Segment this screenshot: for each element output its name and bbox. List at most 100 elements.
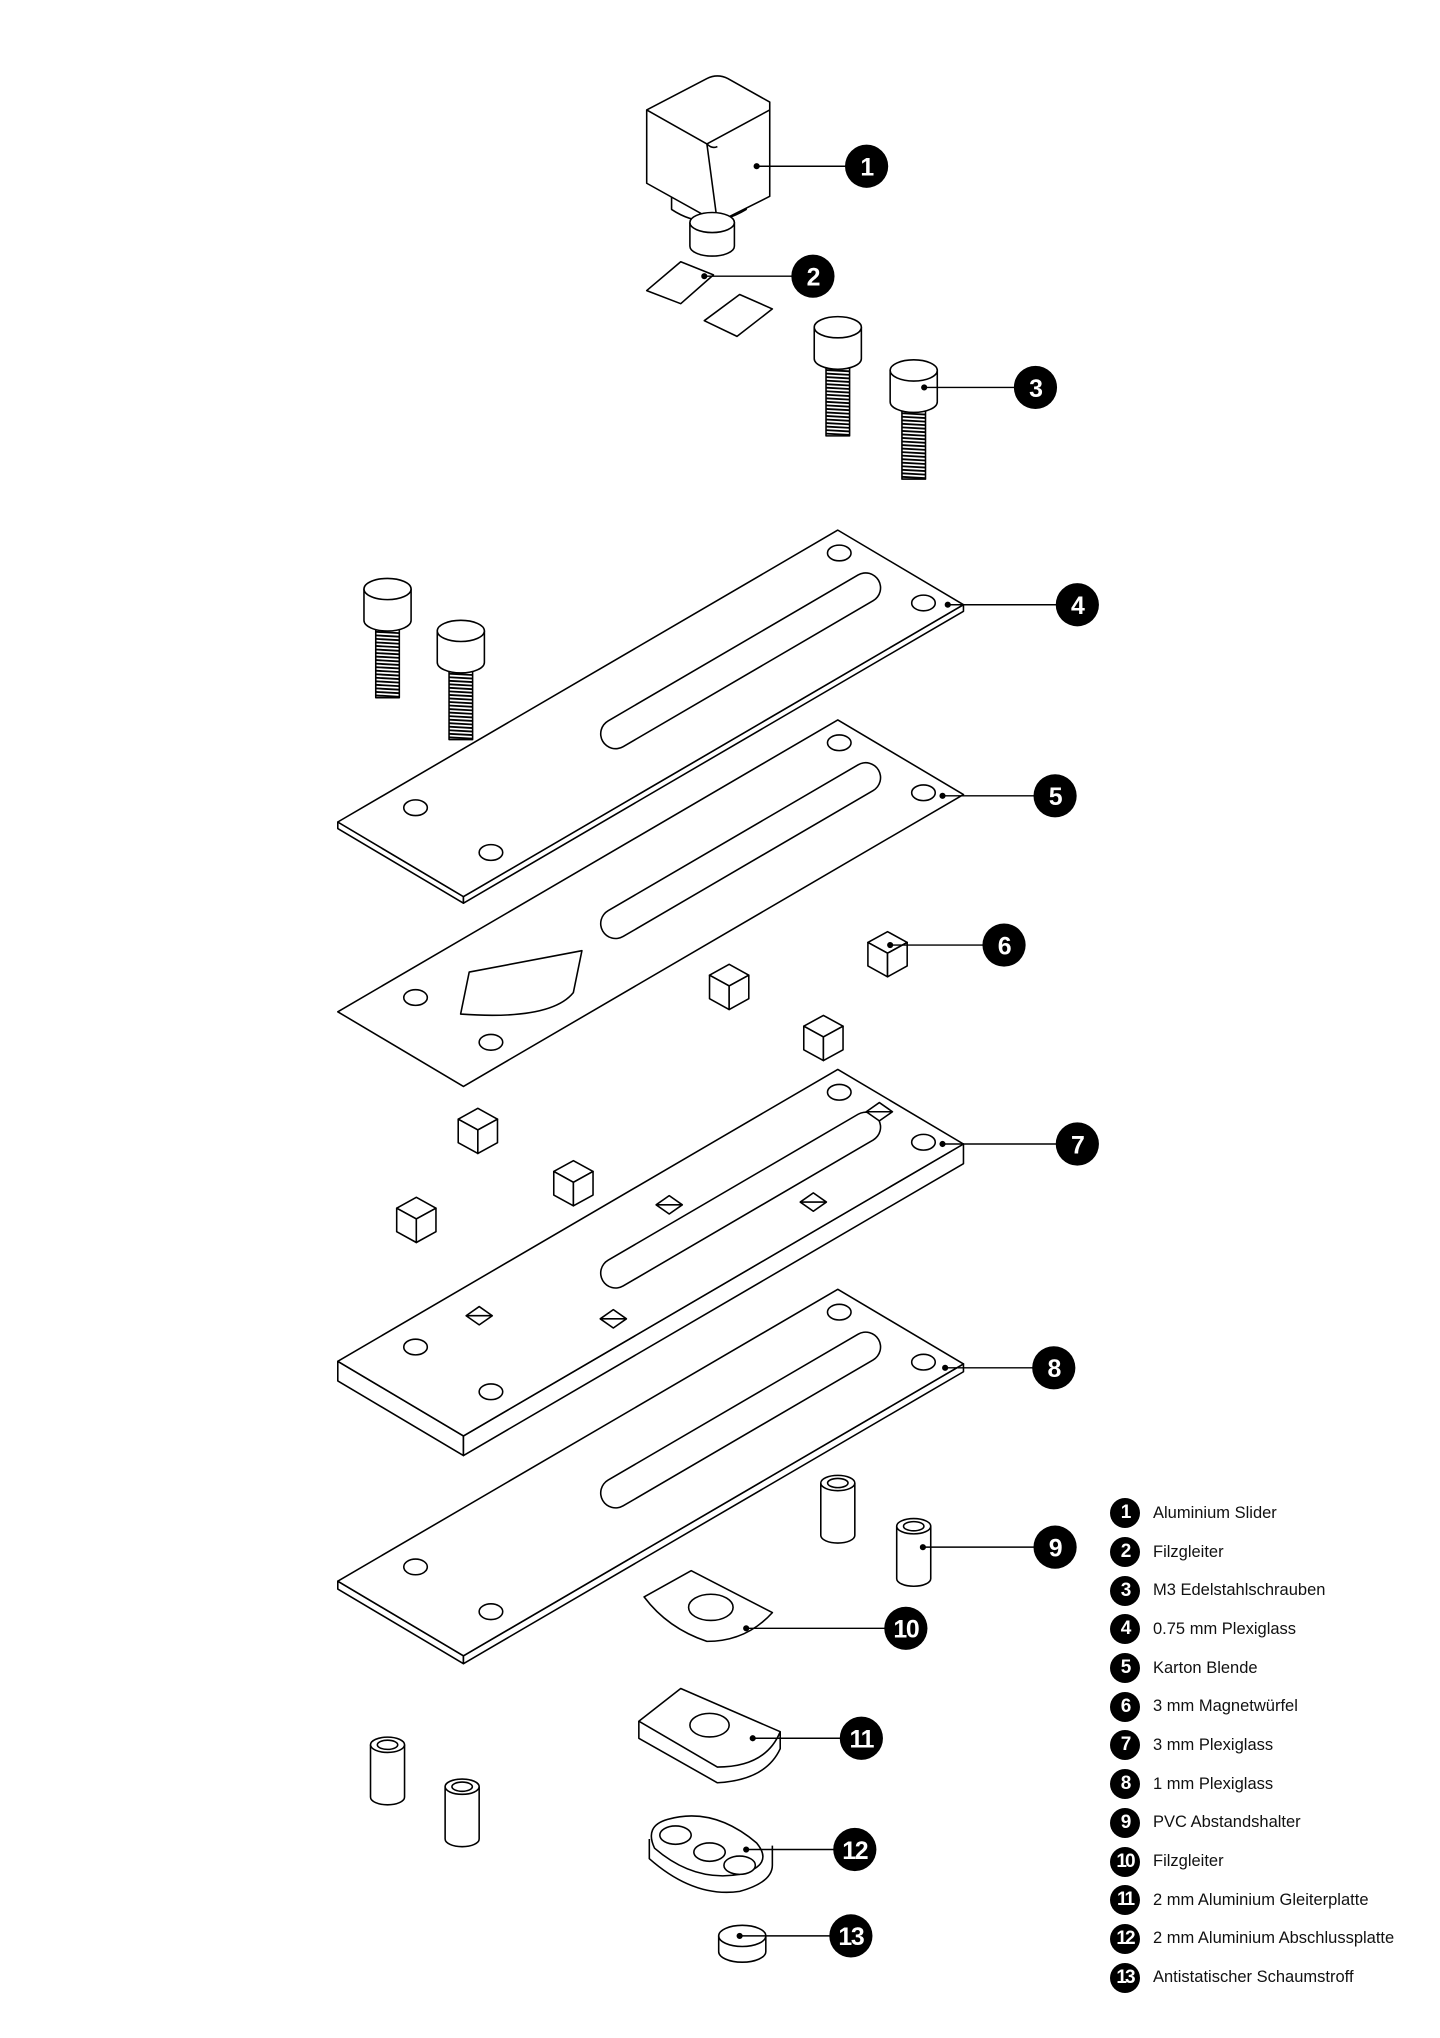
mounting-hole <box>478 1383 504 1401</box>
cutout <box>459 949 583 1017</box>
leader-dot <box>701 273 708 280</box>
legend-number-badge: 2 <box>1110 1537 1140 1568</box>
leader-dot <box>753 163 760 170</box>
callout-marker-7: 7 <box>1055 1122 1099 1166</box>
plexiglass-plate-3mm <box>337 1068 965 1457</box>
legend-number-badge: 3 <box>1110 1575 1140 1606</box>
callout-marker-12: 12 <box>833 1827 877 1872</box>
mounting-hole <box>910 1133 937 1151</box>
plexiglass-plate-075mm <box>337 529 965 904</box>
screw <box>448 623 474 741</box>
pvc-spacer <box>369 1736 406 1806</box>
mounting-hole <box>478 1033 504 1051</box>
legend-number-badge: 10 <box>1110 1846 1140 1877</box>
magnet-cube <box>708 963 750 1011</box>
mounting-hole <box>826 544 852 562</box>
pvc-spacer <box>820 1474 856 1544</box>
leader-dot <box>743 1846 750 1853</box>
magnet-cube <box>395 1196 437 1244</box>
callout-marker-1: 1 <box>845 144 889 188</box>
leader-dot <box>919 1544 926 1551</box>
callout-marker-6: 6 <box>982 923 1026 967</box>
leader-dot <box>942 1364 949 1371</box>
mounting-hole <box>478 843 504 862</box>
legend-number-badge: 8 <box>1110 1769 1140 1800</box>
aluminium-end-plate <box>648 1815 774 1894</box>
legend-item: 7 3 mm Plexiglass <box>1110 1726 1394 1765</box>
mounting-hole <box>826 734 852 752</box>
legend-label: Filzgleiter <box>1153 1852 1224 1871</box>
antistatic-foam <box>717 1924 767 1963</box>
callout-number: 5 <box>1049 783 1063 811</box>
legend-number-badge: 7 <box>1110 1730 1140 1761</box>
leader-dot <box>736 1932 743 1939</box>
leader-dot <box>749 1735 756 1742</box>
legend-label: 2 mm Aluminium Gleiterplatte <box>1153 1890 1369 1909</box>
cardboard-aperture <box>337 719 965 1088</box>
mounting-hole <box>402 1338 429 1356</box>
callout-marker-2: 2 <box>791 254 835 298</box>
legend-number-badge: 13 <box>1110 1962 1140 1993</box>
plexiglass-plate-1mm <box>337 1288 965 1665</box>
leader-dot <box>887 941 894 949</box>
callout-marker-9: 9 <box>1033 1525 1077 1569</box>
mounting-hole <box>826 1083 852 1101</box>
mounting-hole <box>402 799 429 817</box>
legend-label: Karton Blende <box>1153 1658 1258 1677</box>
legend-item: 5 Karton Blende <box>1110 1649 1394 1688</box>
felt-pad <box>703 293 774 338</box>
felt-glider <box>643 1569 774 1643</box>
leader-dot <box>939 792 946 799</box>
callout-number: 10 <box>893 1616 919 1644</box>
pvc-spacer <box>444 1778 480 1848</box>
legend-label: Aluminium Slider <box>1153 1503 1277 1522</box>
callout-number: 1 <box>860 154 874 182</box>
mounting-hole <box>402 1558 429 1576</box>
callout-number: 6 <box>998 932 1011 960</box>
magnet-cube <box>552 1159 594 1207</box>
legend-label: Antistatischer Schaumstroff <box>1153 1968 1354 1987</box>
hole <box>659 1825 692 1846</box>
legend-label: Filzgleiter <box>1153 1542 1224 1561</box>
hole <box>693 1842 727 1863</box>
mounting-hole <box>402 988 429 1007</box>
legend-label: 1 mm Plexiglass <box>1153 1774 1274 1793</box>
callout-number: 3 <box>1029 375 1042 403</box>
legend-item: 10 Filzgleiter <box>1110 1842 1394 1881</box>
leader-dot <box>944 601 951 608</box>
legend-number-badge: 12 <box>1110 1923 1140 1954</box>
callout-number: 13 <box>838 1923 864 1951</box>
leader-dot <box>743 1625 750 1632</box>
legend-number-badge: 4 <box>1110 1614 1140 1645</box>
callout-marker-13: 13 <box>829 1914 873 1958</box>
callout-number: 2 <box>807 263 820 291</box>
legend-number-badge: 5 <box>1110 1653 1140 1684</box>
legend-label: 2 mm Aluminium Abschlussplatte <box>1153 1929 1395 1948</box>
pvc-spacer <box>895 1517 932 1588</box>
mounting-hole <box>826 1303 852 1321</box>
legend-number-badge: 9 <box>1110 1807 1140 1838</box>
legend-label: 0.75 mm Plexiglass <box>1153 1619 1297 1638</box>
legend-item: 8 1 mm Plexiglass <box>1110 1765 1394 1804</box>
mounting-hole <box>478 1603 504 1621</box>
callout-number: 8 <box>1048 1355 1062 1383</box>
legend-item: 12 2 mm Aluminium Abschlussplatte <box>1110 1920 1394 1959</box>
magnet-cube <box>457 1107 499 1155</box>
aluminium-slider <box>645 75 771 248</box>
legend-label: 3 mm Magnetwürfel <box>1153 1697 1298 1716</box>
callout-marker-4: 4 <box>1055 583 1099 627</box>
mounting-hole <box>910 594 937 612</box>
leader-dot <box>939 1140 946 1148</box>
callout-number: 9 <box>1049 1534 1062 1562</box>
magnet-cube <box>802 1014 844 1062</box>
callout-number: 12 <box>842 1837 868 1865</box>
legend-label: 3 mm Plexiglass <box>1153 1735 1274 1754</box>
legend-item: 13 Antistatischer Schaumstroff <box>1110 1958 1394 1997</box>
